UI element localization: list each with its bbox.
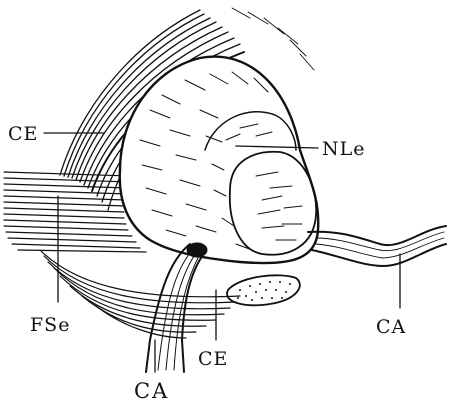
fibre-hatching [232,8,314,70]
nucleus-body [120,57,319,264]
artery-right [308,226,446,266]
label-fse: FSe [30,314,70,336]
label-ca-bottom: CA [134,379,169,403]
label-ce-bottom: CE [198,348,228,370]
label-ca-right: CA [376,316,406,338]
label-nle: NLe [322,138,366,160]
speckled-patch [227,275,300,305]
label-ce-top: CE [8,123,38,145]
